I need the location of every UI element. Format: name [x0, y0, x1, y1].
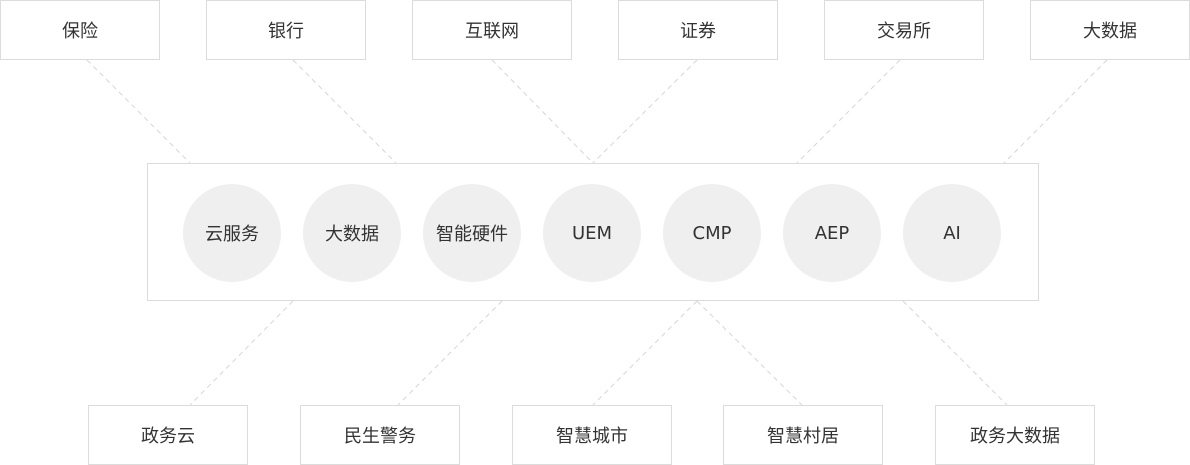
top-category-2: 银行 — [206, 0, 366, 60]
bottom-category-4: 智慧村居 — [723, 405, 883, 465]
connector-bottom-1 — [189, 300, 294, 406]
core-module-1: 云服务 — [183, 184, 281, 282]
core-module-6: AEP — [783, 184, 881, 282]
connector-top-5 — [796, 59, 901, 164]
connector-top-2 — [292, 59, 397, 164]
connector-top-1 — [86, 59, 191, 164]
bottom-category-2: 民生警务 — [300, 405, 460, 465]
connector-bottom-2 — [397, 300, 503, 406]
bottom-category-1: 政务云 — [88, 405, 248, 465]
connector-bottom-3b — [696, 300, 803, 406]
bottom-category-5: 政务大数据 — [935, 405, 1095, 465]
top-category-3: 互联网 — [412, 0, 572, 60]
top-category-4: 证券 — [618, 0, 778, 60]
connector-bottom-3a — [592, 300, 698, 406]
core-module-7: AI — [903, 184, 1001, 282]
top-category-5: 交易所 — [824, 0, 984, 60]
bottom-category-3: 智慧城市 — [512, 405, 672, 465]
top-category-1: 保险 — [0, 0, 160, 60]
core-module-3: 智能硬件 — [423, 184, 521, 282]
connector-top-3b — [592, 59, 698, 164]
core-module-2: 大数据 — [303, 184, 401, 282]
core-platform-panel: 云服务 大数据 智能硬件 UEM CMP AEP AI — [147, 163, 1039, 301]
connector-bottom-5 — [902, 300, 1008, 406]
connector-top-3a — [491, 59, 594, 164]
top-category-6: 大数据 — [1030, 0, 1190, 60]
core-module-4: UEM — [543, 184, 641, 282]
core-module-5: CMP — [663, 184, 761, 282]
connector-top-6 — [1003, 59, 1108, 164]
